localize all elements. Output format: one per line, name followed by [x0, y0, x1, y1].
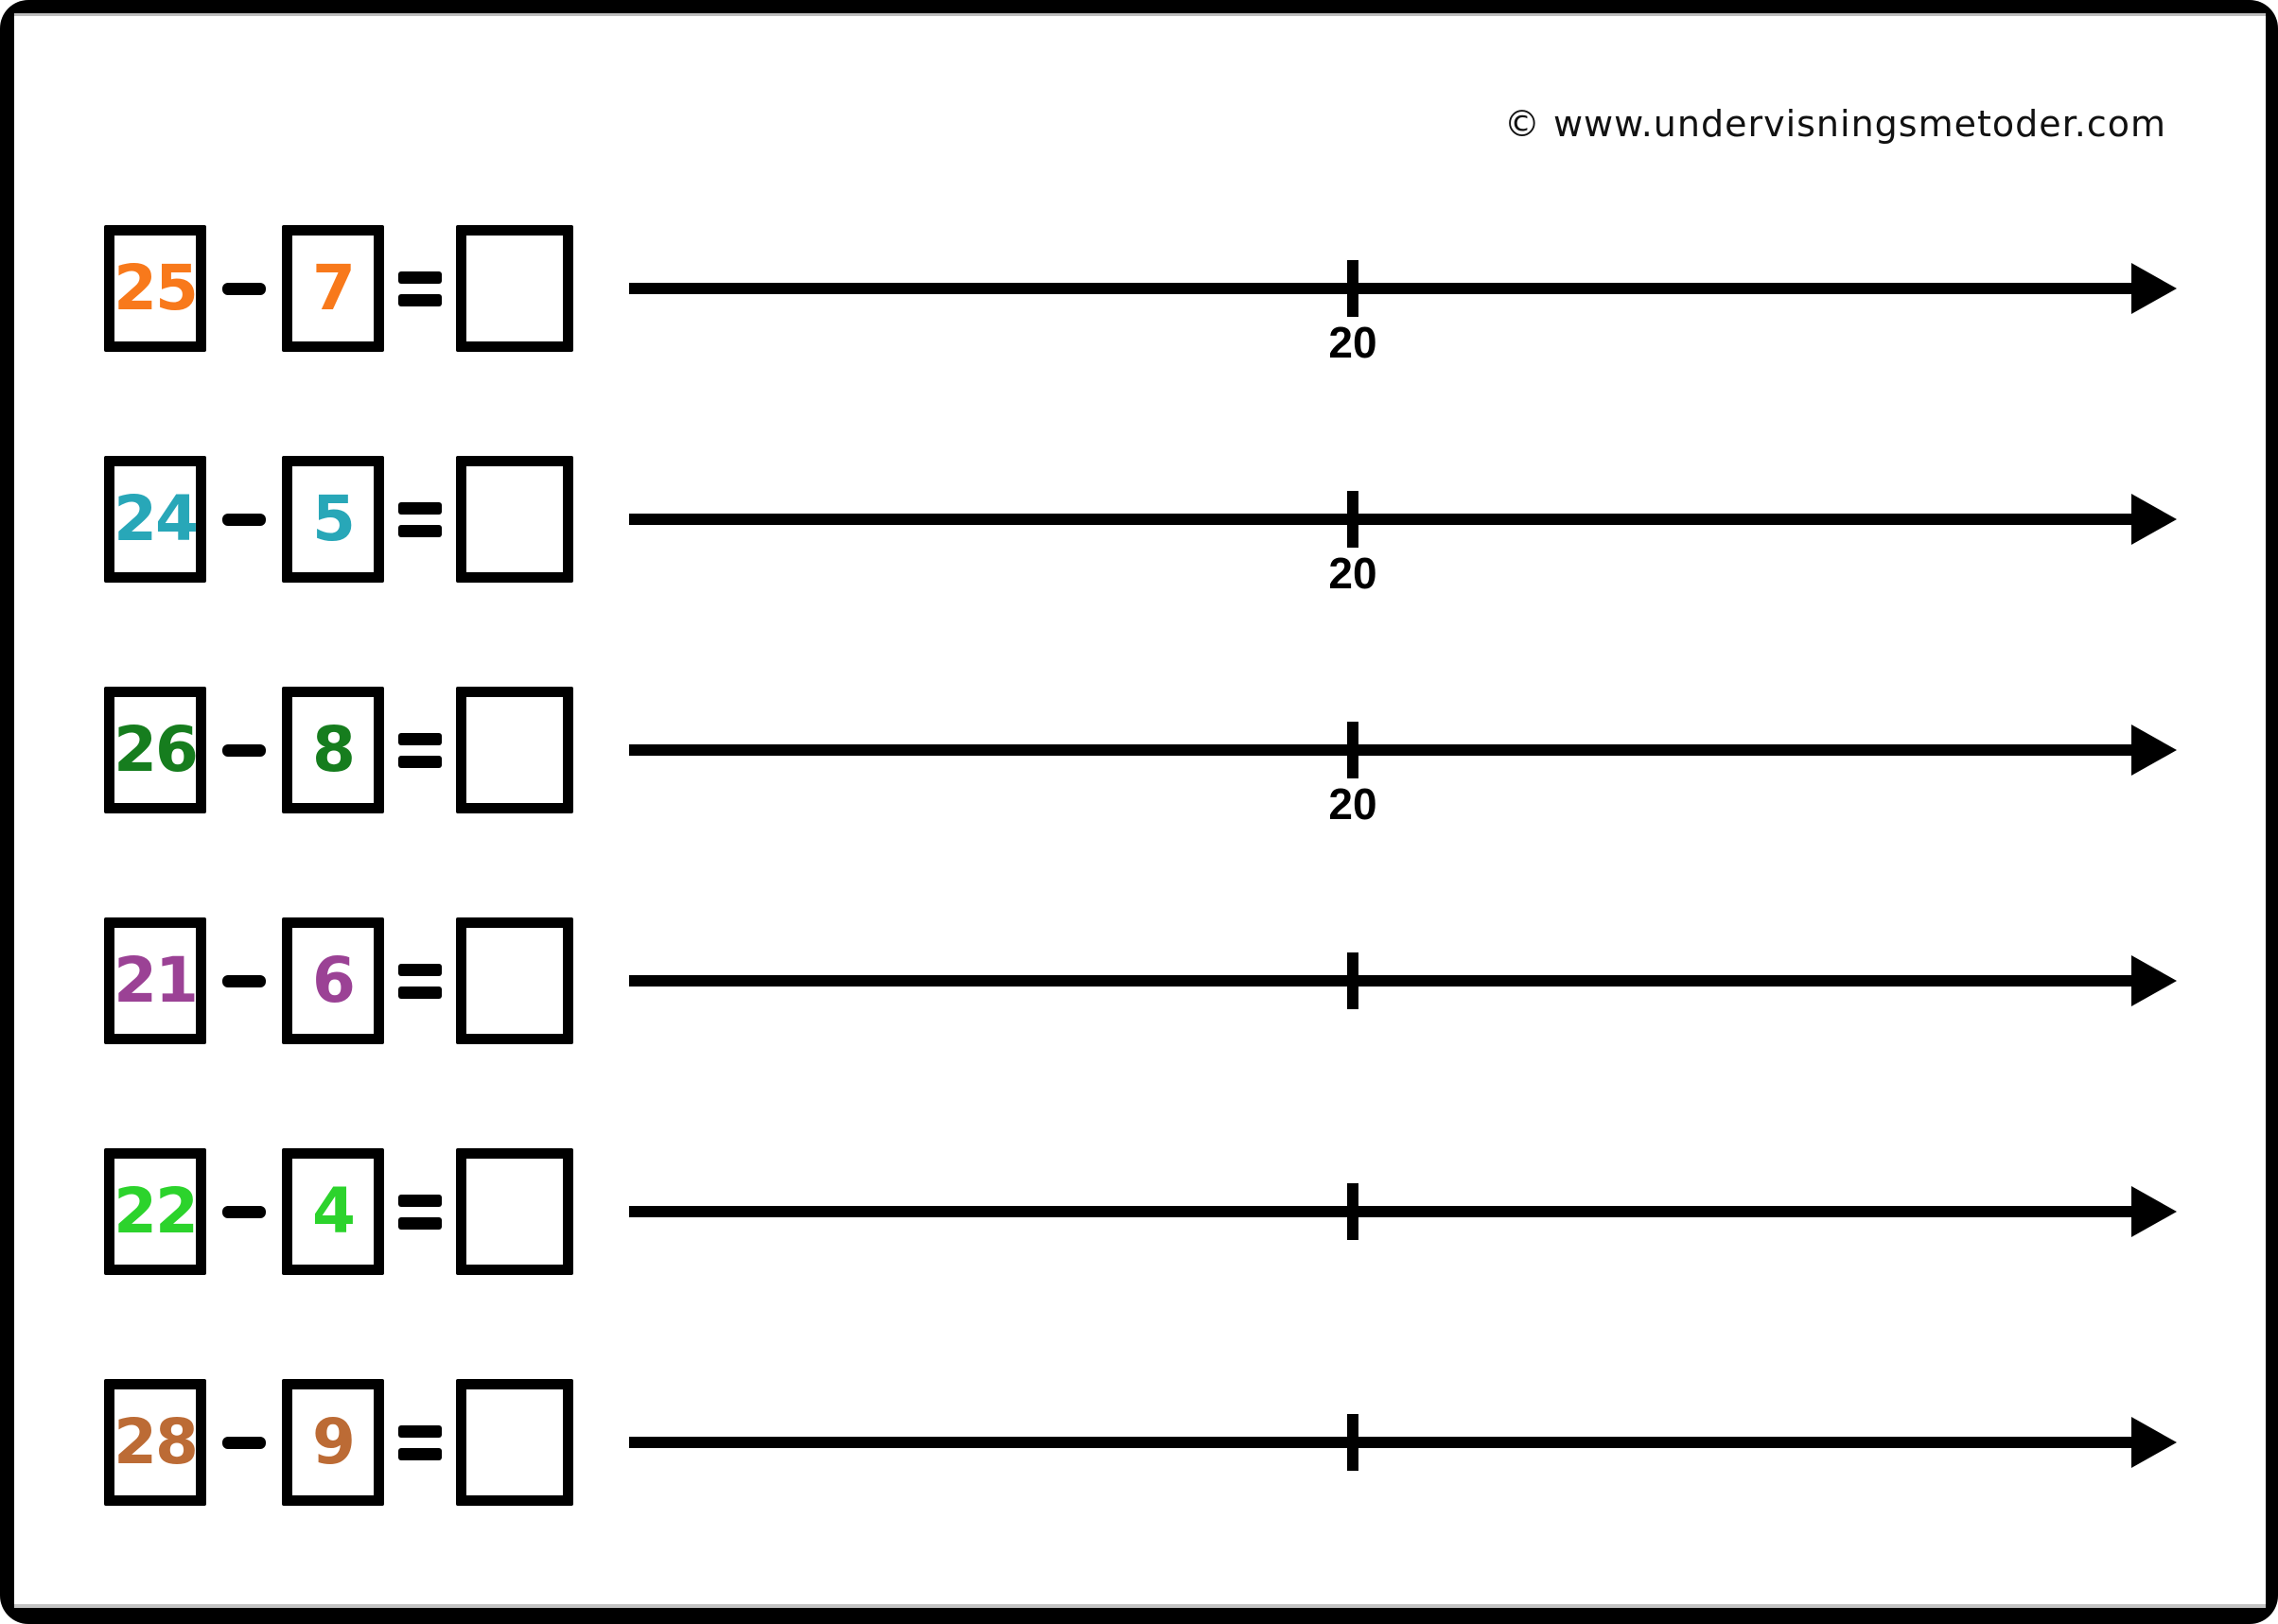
minus-icon — [222, 513, 266, 526]
worksheet-paper: © www.undervisningsmetoder.com 25 7 20 — [14, 13, 2266, 1608]
minuend-box: 25 — [104, 225, 206, 352]
minuend-value: 21 — [114, 944, 199, 1017]
tick-mark — [1347, 1183, 1358, 1240]
arrowhead-icon — [2131, 1186, 2177, 1237]
answer-box[interactable] — [456, 456, 573, 583]
subtrahend-value: 7 — [312, 252, 356, 324]
equals-icon — [398, 732, 442, 768]
exercise-row: 22 4 — [14, 1148, 2266, 1275]
number-line: 20 — [629, 491, 2177, 598]
subtrahend-value: 9 — [312, 1406, 356, 1478]
minus-icon — [222, 743, 266, 757]
number-line — [629, 1183, 2177, 1240]
answer-box[interactable] — [456, 1379, 573, 1506]
answer-box[interactable] — [456, 1148, 573, 1275]
minuend-box: 22 — [104, 1148, 206, 1275]
number-line — [629, 1414, 2177, 1471]
minuend-box: 28 — [104, 1379, 206, 1506]
subtrahend-box: 5 — [282, 456, 384, 583]
number-line: 20 — [629, 260, 2177, 367]
minuend-box: 26 — [104, 687, 206, 813]
number-line: 20 — [629, 722, 2177, 829]
tick-label: 20 — [1328, 549, 1377, 598]
tick-label: 20 — [1328, 779, 1377, 829]
minuend-box: 21 — [104, 917, 206, 1044]
minuend-value: 28 — [114, 1406, 199, 1478]
minuend-value: 24 — [114, 482, 199, 555]
equation: 25 7 — [104, 225, 573, 352]
subtrahend-box: 4 — [282, 1148, 384, 1275]
arrowhead-icon — [2131, 263, 2177, 314]
copyright-text: © www.undervisningsmetoder.com — [1503, 103, 2166, 145]
subtrahend-value: 8 — [312, 713, 356, 786]
minuend-value: 26 — [114, 713, 199, 786]
tick-label: 20 — [1328, 318, 1377, 367]
tick-mark — [1347, 952, 1358, 1009]
tick-mark — [1347, 260, 1358, 317]
equation: 21 6 — [104, 917, 573, 1044]
minuend-box: 24 — [104, 456, 206, 583]
subtrahend-box: 6 — [282, 917, 384, 1044]
tick-mark — [1347, 491, 1358, 548]
tick-mark — [1347, 722, 1358, 778]
arrowhead-icon — [2131, 494, 2177, 545]
subtrahend-value: 5 — [312, 482, 356, 555]
subtrahend-value: 4 — [312, 1175, 356, 1248]
equation: 28 9 — [104, 1379, 573, 1506]
equals-icon — [398, 1194, 442, 1230]
exercise-row: 26 8 20 — [14, 687, 2266, 829]
exercise-row: 28 9 — [14, 1379, 2266, 1506]
equals-icon — [398, 963, 442, 999]
equation: 22 4 — [104, 1148, 573, 1275]
minus-icon — [222, 974, 266, 987]
exercise-row: 25 7 20 — [14, 225, 2266, 367]
equals-icon — [398, 271, 442, 306]
minuend-value: 22 — [114, 1175, 199, 1248]
exercise-row: 21 6 — [14, 917, 2266, 1044]
equals-icon — [398, 501, 442, 537]
minus-icon — [222, 1205, 266, 1218]
equation: 24 5 — [104, 456, 573, 583]
tick-mark — [1347, 1414, 1358, 1471]
subtrahend-value: 6 — [312, 944, 356, 1017]
minuend-value: 25 — [114, 252, 199, 324]
exercise-row: 24 5 20 — [14, 456, 2266, 598]
arrowhead-icon — [2131, 1417, 2177, 1468]
subtrahend-box: 9 — [282, 1379, 384, 1506]
subtrahend-box: 8 — [282, 687, 384, 813]
subtrahend-box: 7 — [282, 225, 384, 352]
equation: 26 8 — [104, 687, 573, 813]
number-line — [629, 952, 2177, 1009]
answer-box[interactable] — [456, 225, 573, 352]
minus-icon — [222, 1436, 266, 1449]
answer-box[interactable] — [456, 687, 573, 813]
minus-icon — [222, 282, 266, 295]
equals-icon — [398, 1424, 442, 1460]
answer-box[interactable] — [456, 917, 573, 1044]
arrowhead-icon — [2131, 955, 2177, 1006]
arrowhead-icon — [2131, 725, 2177, 776]
